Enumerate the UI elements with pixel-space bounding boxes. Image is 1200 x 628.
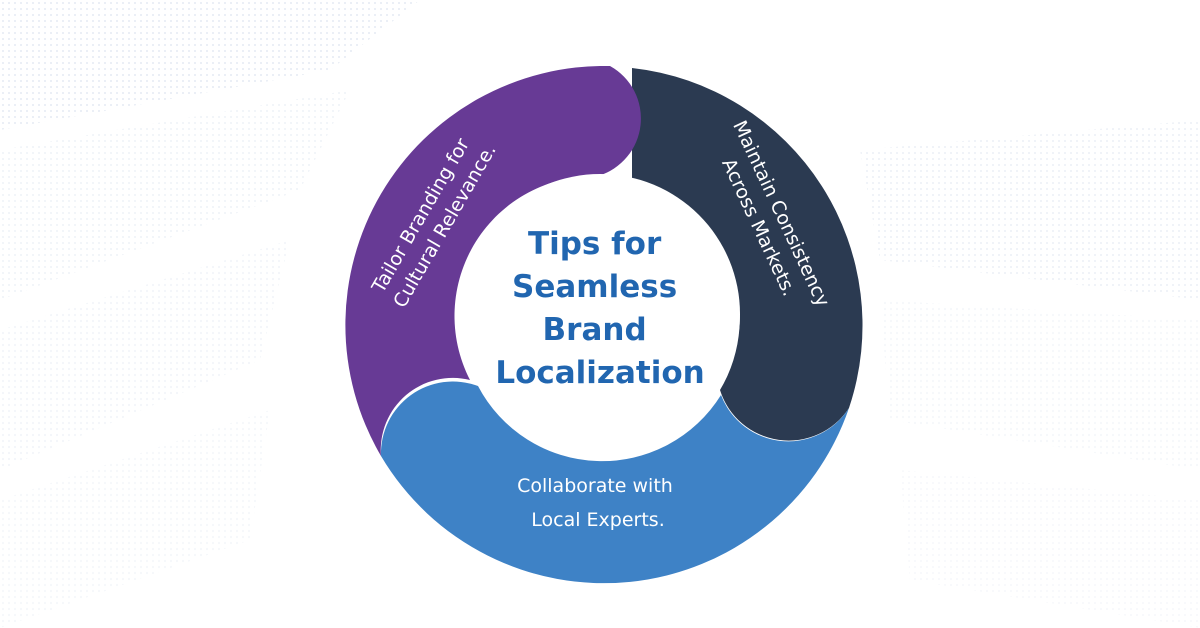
- ring: [345, 65, 863, 584]
- center-title: Tips for Seamless Brand Localization: [495, 226, 704, 391]
- segment-collaborate: [380, 381, 849, 584]
- center-circle: [460, 174, 740, 454]
- segment-tailor: [345, 65, 641, 456]
- label-collaborate: Collaborate with Local Experts.: [517, 475, 679, 531]
- segment-maintain: [632, 68, 863, 441]
